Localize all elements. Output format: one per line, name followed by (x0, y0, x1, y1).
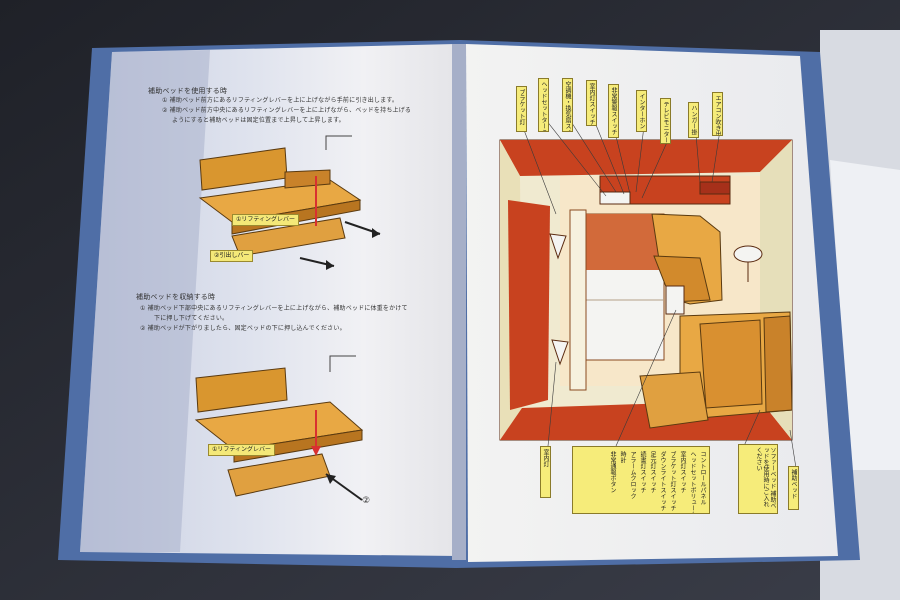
list-item: 足元灯スイッチ (649, 451, 656, 493)
lifting-lever-label-bottom: ①リフティングレバー (208, 444, 276, 456)
lifting-lever-label-top: ①リフティングレバー (232, 214, 300, 226)
section1-step2: ② 補助ベッド前方中央にあるリフティングレバーを上に上げながら、ベッドを持ち上げ… (162, 107, 412, 114)
shadow-wedge (80, 50, 210, 552)
list-item: 非常通報ボタン (609, 451, 616, 493)
left-page (80, 44, 458, 556)
binder-spine (452, 44, 466, 560)
bed-illustration-bottom (194, 355, 364, 501)
section2-heading: 補助ベッドを収納する時 (136, 293, 216, 301)
callout-aircon-vent: エアコン吹き出し口 (712, 92, 723, 136)
callout-hanger-hook: ハンガー掛 (688, 102, 699, 138)
list-item: ブラケット灯スイッチ (669, 451, 676, 511)
callout-aircon-switch: 空調機・換気扇スイッチ (562, 78, 573, 132)
list-item: 時計 (619, 451, 626, 463)
list-item: アラームクロック (629, 451, 636, 499)
control-panel-list-box: コントロールパネル ヘッドセットボリューム 室内灯スイッチ ブラケット灯スイッチ… (572, 446, 710, 514)
circled-marker: ② (362, 496, 371, 506)
callout-room-light: 室内灯 (540, 446, 551, 498)
leader-lines (523, 119, 797, 469)
list-item: コントロールパネル (699, 451, 706, 505)
list-item: ダウンライトスイッチ (659, 451, 666, 511)
callout-emergency-alarm: 非常警報スイッチ (608, 84, 619, 138)
callout-sofa-bed-note: ソファーベッド 補助ベッドを使用時にご入れください (738, 444, 778, 514)
callout-tv-monitor: テレビモニター (660, 98, 671, 144)
list-item: 室内灯スイッチ (679, 451, 686, 493)
list-item: ヘッドセットボリューム (689, 451, 696, 513)
pull-bar-label: ②引出しバー (210, 250, 254, 262)
callout-room-light-switch: 室内灯スイッチ (586, 80, 597, 126)
section2-step2: ② 補助ベッドが下がりましたら、固定ベッドの下に押し込んでください。 (140, 325, 346, 332)
white-cloth-highlight (830, 160, 900, 470)
section1-step1: ① 補助ベッド前方にあるリフティングレバーを上に上げながら手前に引き出します。 (162, 97, 399, 104)
list-item: 読書灯スイッチ (639, 451, 646, 493)
callout-bracket-light: ブラケット灯 (516, 86, 527, 132)
callout-headset-terminal: ヘッドセットターミナル (538, 78, 549, 132)
callout-auxiliary-bed: 補助ベッド (788, 466, 799, 510)
section1-step2-continued: ようにすると補助ベッドは固定位置まで上昇して上昇します。 (172, 117, 345, 124)
callout-intercom: インターホン (636, 90, 647, 132)
section1-heading: 補助ベッドを使用する時 (148, 87, 228, 95)
section2-step1-continued: 下に押し下げてください。 (154, 315, 229, 322)
section2-step1: ① 補助ベッド下部中央にあるリフティングレバーを上に上げながら、補助ベッドに体重… (140, 305, 408, 312)
control-panel-list: コントロールパネル ヘッドセットボリューム 室内灯スイッチ ブラケット灯スイッチ… (573, 447, 709, 517)
cabin-illustration (499, 139, 793, 441)
